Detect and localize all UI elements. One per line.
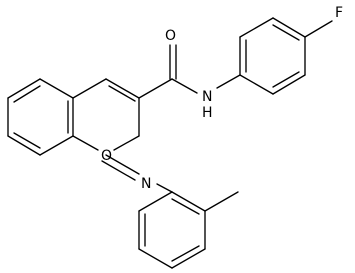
fluorophenyl-ring (239, 17, 333, 95)
benzo-ring (7, 78, 74, 156)
imine-nitrogen-label: N (141, 176, 151, 192)
amide-nitrogen-label: N (202, 89, 212, 105)
fluorine-label: F (335, 5, 343, 21)
pyran-ring (72, 78, 140, 151)
carboxamide-group (138, 44, 241, 99)
ring-oxygen-label: O (101, 148, 112, 164)
tolyl-ring (138, 191, 239, 269)
amide-hydrogen-label: H (202, 105, 213, 121)
carbonyl-oxygen-label: O (165, 28, 176, 44)
imine-group (101, 154, 173, 193)
